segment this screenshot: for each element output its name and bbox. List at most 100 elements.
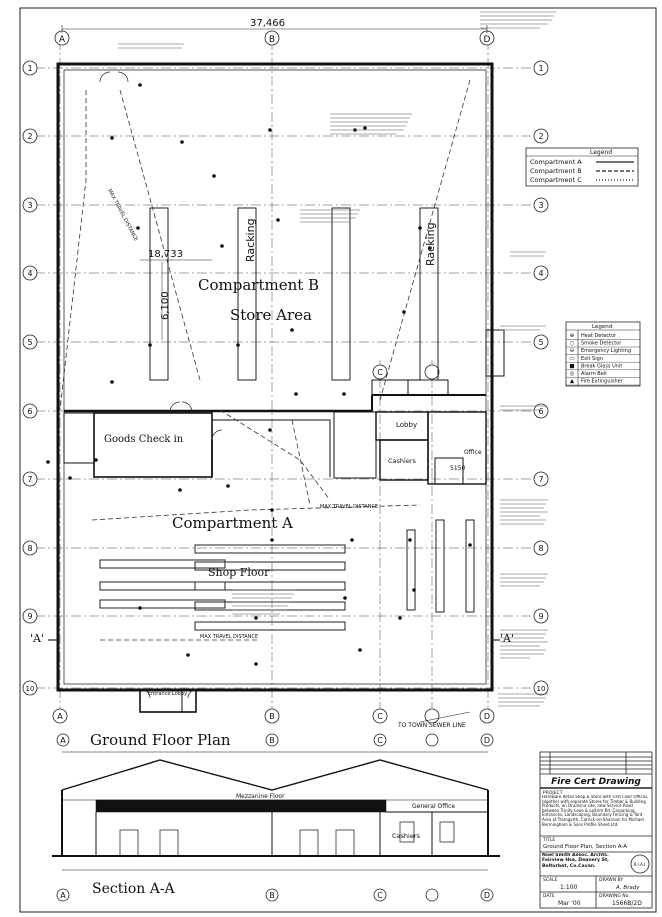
grid-bubble-row	[533, 334, 549, 350]
max-travel-distance-2: MAX TRAVEL DISTANCE	[200, 634, 258, 640]
grid-bubble-row	[533, 471, 549, 487]
grid-bubble-row	[22, 197, 38, 213]
project-label: PROJECT	[543, 790, 563, 796]
smoke-detector-icon	[180, 140, 184, 144]
max-travel-distance-1: MAX TRAVEL DISTANCE	[320, 504, 378, 510]
racking	[149, 207, 439, 381]
drawing-no-label: DRAWING No.	[599, 893, 630, 899]
grid-bubble-row	[22, 471, 38, 487]
smoke-detector-icon	[398, 616, 402, 620]
smoke-detector-icon	[343, 596, 347, 600]
smoke-detector-icon	[226, 484, 230, 488]
smoke-detector-icon	[270, 508, 274, 512]
mezzanine-floor-label: Mezzanine Floor	[236, 793, 285, 800]
grid-lines	[35, 40, 548, 720]
doors	[99, 71, 223, 699]
grid-label-row: 1	[27, 64, 32, 73]
ground-floor-plan-title: Ground Floor Plan	[90, 731, 231, 749]
compartment-a-label: Compartment A	[172, 514, 293, 532]
svg-text:B: B	[269, 891, 275, 900]
smoke-detector-icon	[363, 126, 367, 130]
svg-text:C: C	[377, 368, 383, 377]
legend-symbol-label: Alarm Bell	[581, 371, 607, 377]
legend-symbol-label: Emergency Lighting	[581, 348, 631, 354]
smoke-detector-icon	[46, 460, 50, 464]
grid-labels-bottom: A B C D A B C D A B C D C	[57, 368, 490, 900]
racking-label-1: Racking	[244, 218, 257, 262]
legend-symbol-icon: ⊖	[570, 348, 575, 354]
dimension-5150: 5150	[450, 465, 465, 472]
smoke-detector-icon	[290, 328, 294, 332]
cashiers-label: Cashiers	[388, 457, 417, 465]
legend-symbol-icon: ■	[569, 363, 574, 369]
svg-text:A: A	[60, 891, 66, 900]
max-travel-distance-3: MAX TRAVEL DISTANCE	[106, 188, 139, 242]
smoke-detector-icon	[178, 488, 182, 492]
grid-bubble-row	[22, 265, 38, 281]
grid-label-row: 10	[537, 685, 546, 693]
smoke-detector-icon	[236, 343, 240, 347]
symbol-legend-title: Legend	[592, 324, 612, 330]
drawing-no-value: 1566B/2D	[612, 900, 642, 907]
grid-label-row: 4	[538, 269, 543, 278]
grid-bubble-row	[22, 608, 38, 624]
legend-symbol-icon: ◎	[570, 371, 575, 377]
svg-text:D: D	[484, 736, 490, 745]
compartment-legend	[525, 147, 639, 187]
smoke-detector-icon	[68, 476, 72, 480]
detector-symbols	[46, 83, 472, 666]
travel-paths	[59, 79, 471, 641]
compartment-legend-b: Compartment B	[530, 167, 582, 175]
section-cashiers-label: Cashiers	[392, 832, 421, 840]
smoke-detector-icon	[138, 83, 142, 87]
compartment-legend-a: Compartment A	[530, 158, 582, 166]
compartment-legend-title: Legend	[590, 149, 612, 156]
smoke-detector-icon	[342, 392, 346, 396]
lobby-label: Lobby	[396, 421, 417, 429]
shop-shelving	[99, 519, 475, 631]
smoke-detector-icon	[148, 343, 152, 347]
svg-text:C: C	[377, 891, 383, 900]
section-aa-title: Section A-A	[92, 881, 176, 897]
office-label: Office	[464, 449, 482, 456]
shop-floor-label: Shop Floor	[208, 566, 270, 579]
grid-label-top-a: A	[59, 35, 66, 45]
grid-bubble-row	[533, 197, 549, 213]
racking-label-2: Racking	[424, 222, 437, 266]
grid-bubble-row	[533, 540, 549, 556]
grid-bubble-row	[533, 60, 549, 76]
smoke-detector-icon	[220, 244, 224, 248]
smoke-detector-icon	[254, 662, 258, 666]
drawn-by-value: A. Brady	[615, 885, 640, 891]
legend-symbol-label: Fire Extinguisher	[581, 379, 624, 385]
compartment-legend-c: Compartment C	[530, 176, 582, 184]
legend-symbol-icon: ▭	[569, 356, 574, 362]
grid-bubble-row	[22, 60, 38, 76]
smoke-detector-icon	[110, 380, 114, 384]
smoke-detector-icon	[268, 128, 272, 132]
grid-bubbles-top	[54, 30, 495, 46]
grid-label-row: 6	[27, 407, 32, 416]
svg-text:A: A	[60, 736, 66, 745]
smoke-detector-icon	[276, 218, 280, 222]
smoke-detector-icon	[138, 606, 142, 610]
date-value: Mar '00	[558, 900, 581, 907]
grid-label-top-d: D	[484, 35, 491, 45]
general-office-label: General Office	[412, 803, 455, 810]
sheet-title: Ground Floor Plan, Section A-A	[543, 844, 627, 850]
svg-text:B: B	[269, 712, 275, 721]
smoke-detector-icon	[136, 226, 140, 230]
dimension-6100: 6,100	[160, 291, 171, 320]
legend-symbol-icon: ▲	[570, 379, 575, 385]
svg-text:C: C	[377, 712, 383, 721]
grid-label-row: 3	[27, 201, 32, 210]
smoke-detector-icon	[418, 226, 422, 230]
building-walls	[56, 62, 505, 713]
grid-label-row: 7	[538, 475, 543, 484]
grid-bubble-row	[22, 128, 38, 144]
symbol-legend	[565, 321, 641, 387]
to-town-sewer-label: TO TOWN SEWER LINE	[397, 722, 466, 729]
grid-label-top-b: B	[269, 35, 275, 45]
svg-text:C: C	[377, 736, 383, 745]
